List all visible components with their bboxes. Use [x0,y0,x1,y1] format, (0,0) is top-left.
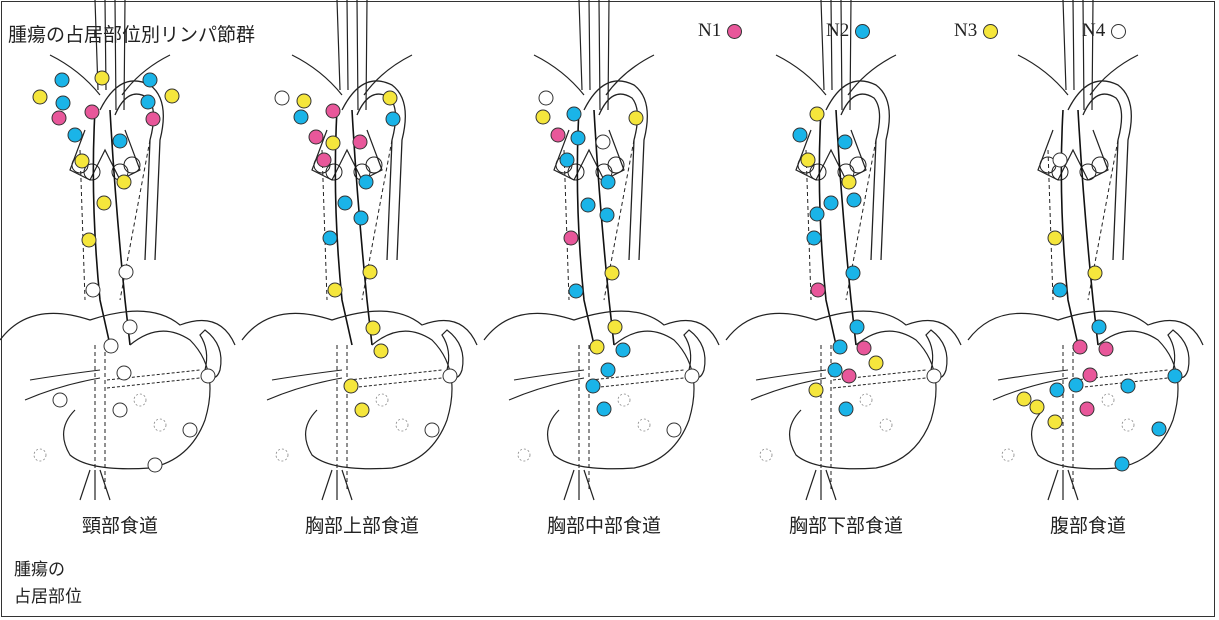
panel-3-label: 胸部中部食道 [484,511,724,538]
panel-2-label: 胸部上部食道 [242,511,482,538]
panel-2-nodes [275,91,457,437]
panel-2-anatomy [242,0,477,500]
panel-4-nodes [793,107,941,416]
tumor-location-label-1: 腫瘍の [14,555,65,580]
panel-5-anatomy [968,0,1203,500]
panel-4-anatomy [726,0,961,500]
panel-3-anatomy [484,0,719,500]
panel-1-nodes [33,71,215,472]
tumor-location-label-2: 占居部位 [14,582,82,607]
panel-4-label: 胸部下部食道 [726,511,966,538]
panel-5-label: 腹部食道 [968,511,1208,538]
panel-1-label: 頸部食道 [0,511,240,538]
panel-5-nodes [1017,153,1182,471]
panel-1-anatomy [0,0,235,500]
